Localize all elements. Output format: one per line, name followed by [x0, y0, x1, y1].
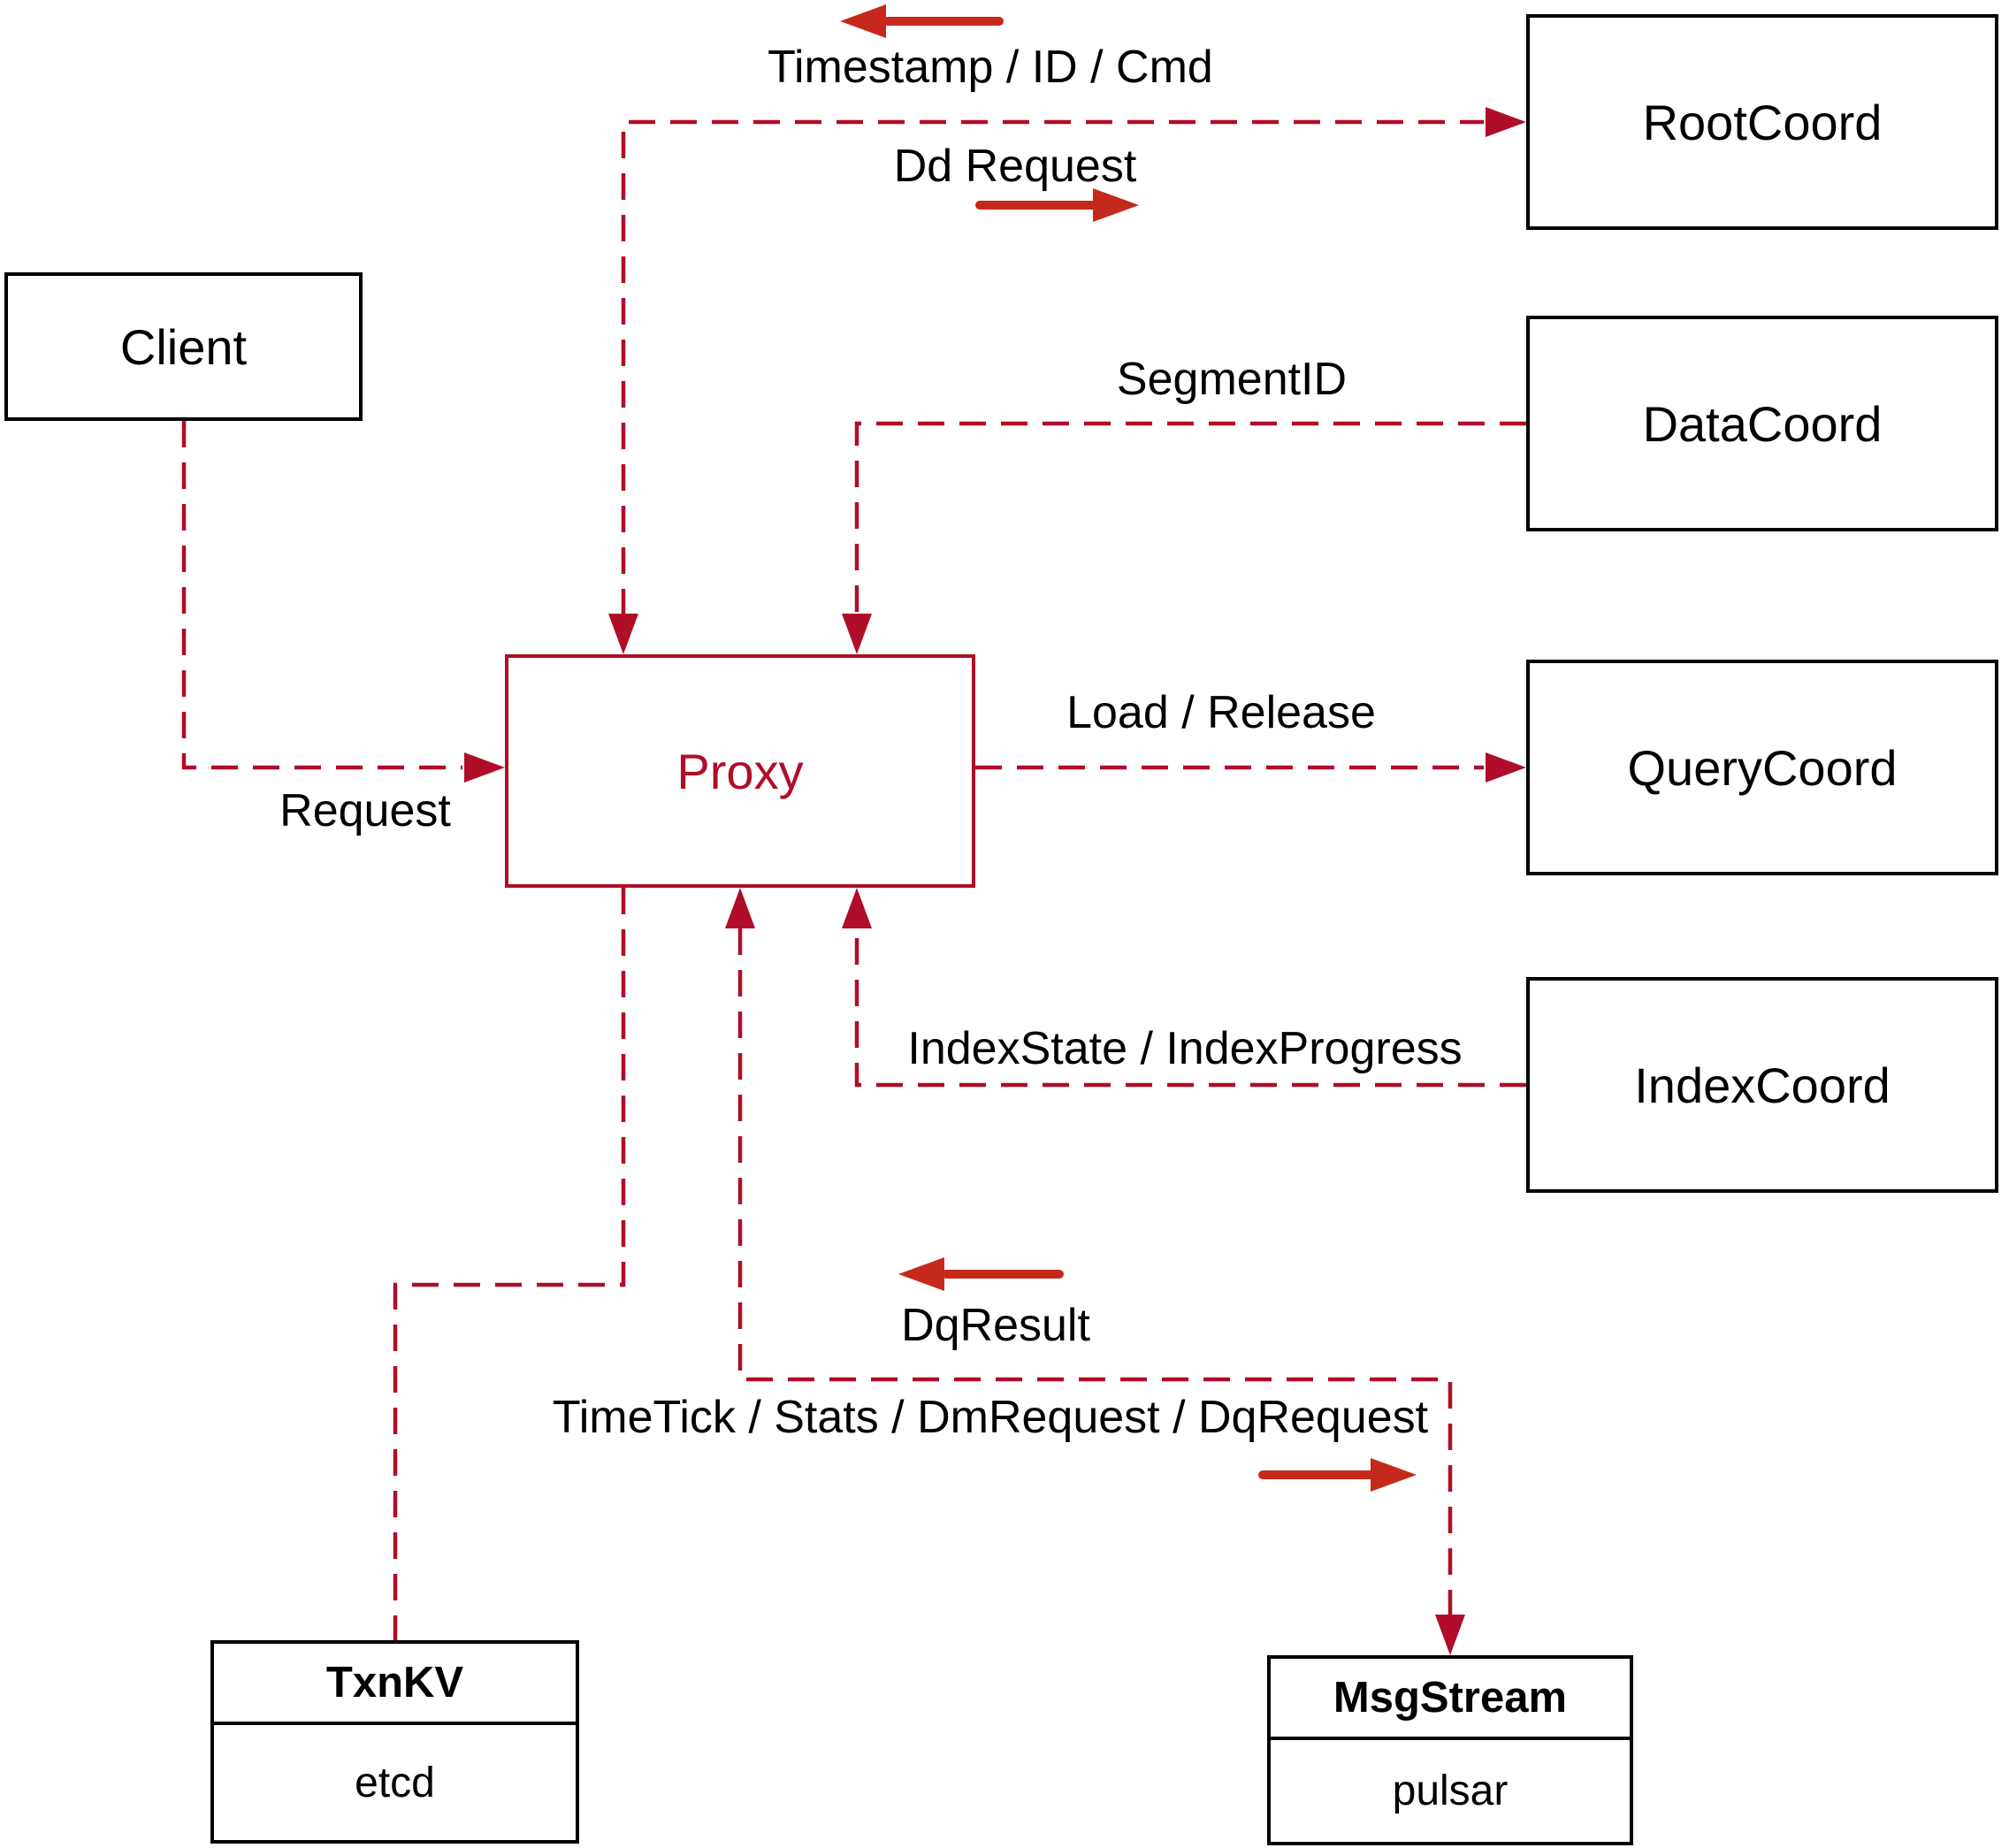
edge-proxy-msgstream — [737, 928, 1453, 1615]
node-txnkv-value: etcd — [355, 1759, 435, 1806]
edge-label-load-release: Load / Release — [1066, 687, 1376, 738]
edge-label-dd-request: Dd Request — [893, 141, 1137, 192]
edge-proxy-txnkv — [393, 888, 626, 1640]
flow-arrowhead-timestamp-left — [840, 4, 886, 38]
node-rootcoord-label: RootCoord — [1642, 94, 1883, 150]
flow-arrowhead-dqresult-left — [898, 1257, 944, 1291]
edge-label-timestamp-id-cmd: Timestamp / ID / Cmd — [768, 42, 1213, 93]
arrowhead-into-rootcoord — [1486, 107, 1526, 137]
node-proxy-label: Proxy — [676, 743, 804, 799]
node-rootcoord: RootCoord — [1526, 14, 1998, 230]
edge-client-proxy — [181, 421, 462, 770]
node-proxy: Proxy — [505, 654, 975, 888]
node-txnkv-title: TxnKV — [214, 1644, 576, 1725]
node-client-label: Client — [119, 318, 248, 375]
edge-datacoord-proxy — [854, 421, 1526, 615]
node-txnkv: TxnKV etcd — [210, 1640, 579, 1844]
node-querycoord: QueryCoord — [1526, 660, 1998, 875]
edge-proxy-rootcoord — [621, 119, 1484, 615]
arrowhead-indexcoord-into-proxy — [842, 888, 872, 928]
node-querycoord-label: QueryCoord — [1627, 739, 1898, 796]
arrowhead-msgstream-into-proxy — [725, 888, 755, 928]
node-msgstream: MsgStream pulsar — [1267, 1655, 1633, 1845]
node-client: Client — [4, 272, 363, 421]
arrowhead-datacoord-into-proxy — [842, 614, 872, 654]
flow-arrowhead-ddrequest-right — [1093, 188, 1139, 222]
arrowhead-into-msgstream — [1435, 1615, 1465, 1655]
edge-label-timetick-stats-dmrequest-dqrequest: TimeTick / Stats / DmRequest / DqRequest — [552, 1392, 1429, 1443]
edge-label-request: Request — [279, 785, 451, 836]
arrowhead-client-into-proxy — [464, 752, 505, 783]
node-datacoord: DataCoord — [1526, 316, 1998, 531]
arrowhead-into-querycoord — [1486, 752, 1526, 783]
edge-indexcoord-proxy — [854, 928, 1526, 1088]
node-datacoord-label: DataCoord — [1642, 395, 1883, 452]
node-msgstream-title: MsgStream — [1271, 1659, 1630, 1740]
node-msgstream-value: pulsar — [1392, 1768, 1509, 1814]
edge-label-indexstate-indexprogress: IndexState / IndexProgress — [907, 1023, 1463, 1074]
node-indexcoord: IndexCoord — [1526, 977, 1998, 1193]
edge-label-segment-id: SegmentID — [1116, 354, 1348, 405]
node-indexcoord-label: IndexCoord — [1634, 1057, 1891, 1113]
flow-arrowhead-timetick-right — [1371, 1458, 1417, 1492]
arrowhead-rootcoord-into-proxy — [608, 614, 638, 654]
edge-label-dq-result: DqResult — [901, 1300, 1090, 1351]
